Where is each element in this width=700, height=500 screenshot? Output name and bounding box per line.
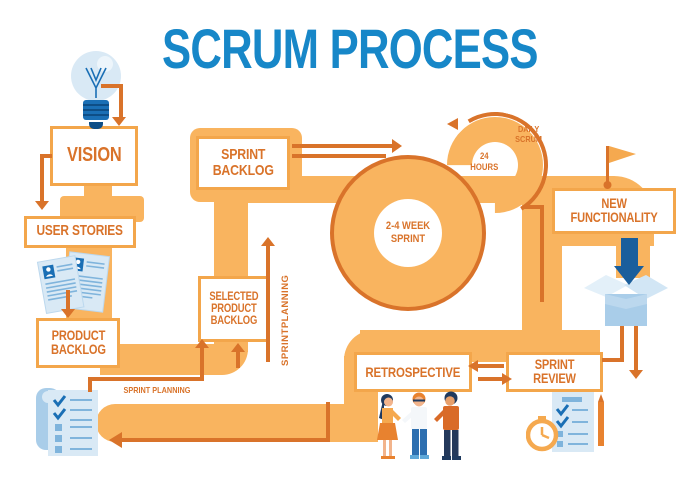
arrow-vision-us-h — [40, 154, 52, 158]
arrow-bulb-vision-head — [112, 117, 126, 126]
arrow-bulb-vision-v — [119, 84, 123, 118]
page-title: SCRUM PROCESS — [162, 17, 539, 80]
arrow-into-selected-v — [236, 352, 240, 368]
team-discussion-icon — [377, 391, 461, 460]
arrow-scroll-elbow-down — [88, 380, 92, 392]
arrow-retro-review-h — [478, 377, 504, 381]
arrow-sb-circle-2 — [292, 154, 386, 158]
pencil-icon — [598, 394, 604, 446]
arrow-review-retro-h — [478, 364, 504, 368]
hours-24-label: 24 HOURS — [470, 151, 498, 172]
outline-path-right-h — [524, 205, 544, 209]
sprint-planning-bottom-label: SPRINT PLANNING — [123, 385, 191, 395]
arrow-scroll-elbow-h — [88, 377, 204, 381]
retrospective-box: RETROSPECTIVE — [354, 352, 472, 392]
lightbulb-icon — [71, 51, 121, 129]
arrow-box-review-v1 — [620, 326, 624, 362]
deliver-arrow-icon — [621, 238, 638, 268]
arrow-scroll-elbow-head — [195, 339, 209, 348]
deliver-arrow-head — [614, 266, 644, 285]
person-man-center — [402, 392, 429, 459]
arrow-vision-us-head — [35, 201, 49, 210]
package-box-icon — [584, 275, 668, 326]
arrow-feedback-v — [326, 402, 330, 440]
arrow-box-review-v2 — [634, 326, 638, 372]
arrow-retro-review-head — [502, 373, 512, 385]
sprint-planning-vertical-label: SPRINTPLANNING — [280, 274, 291, 366]
product-backlog-box: PRODUCT BACKLOG — [36, 318, 120, 368]
person-man-right — [434, 391, 461, 460]
selected-product-backlog-box: SELECTED PRODUCT BACKLOG — [198, 276, 270, 342]
arrow-cards-pb-head — [61, 309, 75, 318]
review-notes-icon — [526, 392, 604, 452]
user-stories-box: USER STORIES — [24, 216, 136, 248]
arrow-into-selected-head — [231, 343, 245, 352]
arrow-sb-circle-1 — [292, 144, 394, 148]
person-woman — [377, 394, 401, 459]
arrow-feedback-head — [109, 432, 122, 448]
sprint-backlog-box: SPRINT BACKLOG — [196, 136, 290, 190]
sprint-cycle-label: 2-4 WEEK SPRINT — [374, 199, 442, 267]
daily-scrum-label: DAILY SCRUM — [515, 124, 543, 145]
sprint-review-box: SPRINT REVIEW — [506, 352, 603, 392]
vision-box: VISION — [50, 126, 138, 186]
arrow-feedback-h — [122, 438, 330, 442]
arrow-sprint-planning-v — [266, 246, 270, 362]
arrow-box-review-h — [602, 358, 622, 362]
arrow-vision-us-v — [40, 154, 44, 202]
arrow-box-review-head — [629, 370, 643, 379]
arrow-scroll-elbow-v — [200, 348, 204, 381]
arrow-review-retro-head — [468, 360, 478, 372]
flag-icon — [603, 146, 636, 189]
new-functionality-box: NEW FUNCTIONALITY — [552, 188, 676, 234]
arrow-bulb-vision-h — [101, 84, 123, 88]
stopwatch-icon — [526, 416, 559, 452]
outline-path-right-v — [540, 208, 544, 302]
daily-scrum-arrowhead — [447, 118, 458, 130]
backlog-scroll-icon — [36, 388, 98, 456]
flow-band-bottom-return — [96, 404, 378, 442]
arrow-sprint-planning-head — [261, 237, 275, 246]
arrow-cards-pb-v — [66, 290, 70, 310]
arrow-sb-circle-head — [392, 139, 402, 153]
